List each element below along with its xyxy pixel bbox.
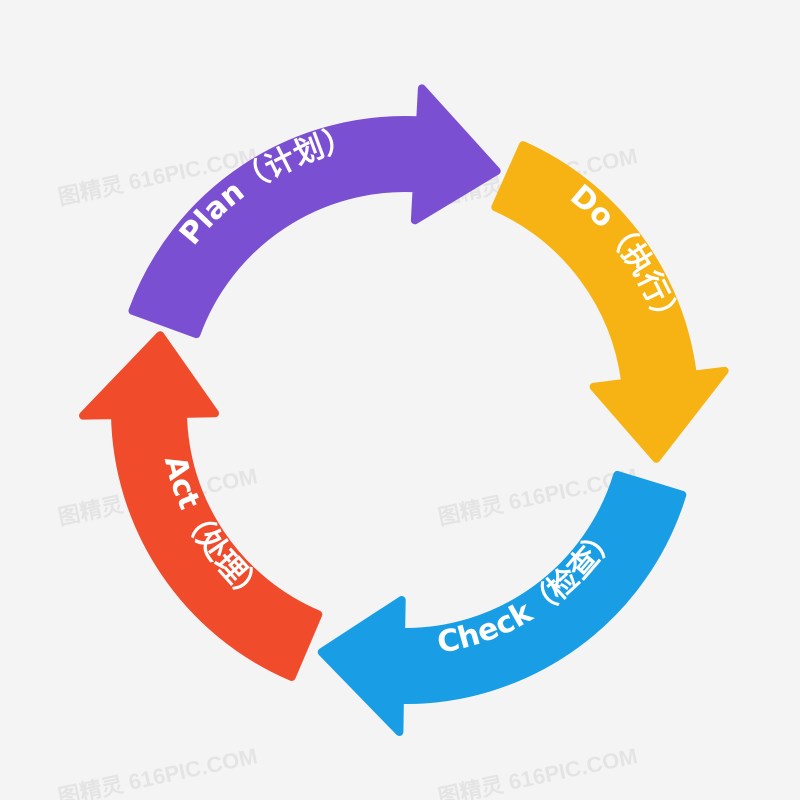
arrow-check — [317, 470, 687, 736]
arrow-act — [79, 331, 323, 681]
arrow-do — [491, 141, 729, 463]
arrow-plan — [128, 84, 501, 339]
watermark-text: 图精灵 616PIC.COM — [56, 743, 260, 800]
watermark-text: 图精灵 616PIC.COM — [436, 743, 640, 800]
